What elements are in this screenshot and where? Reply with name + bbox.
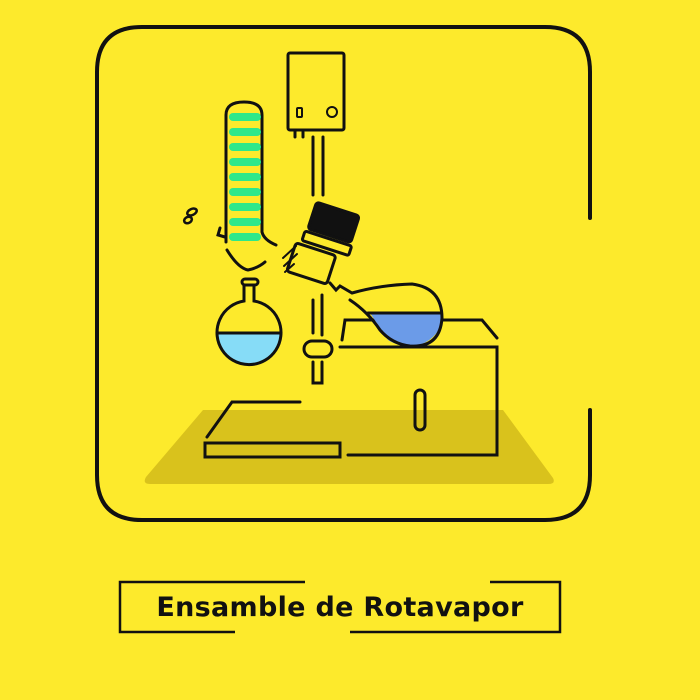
- caption-frame: [118, 580, 562, 634]
- joint-cap: [307, 201, 361, 244]
- motor-switch-icon: [296, 107, 303, 118]
- condenser-coil: [229, 113, 261, 241]
- table-shadow: [144, 410, 554, 484]
- receiving-flask: [215, 284, 283, 367]
- rod-clamp: [302, 339, 334, 359]
- vapor-lines-icon: [282, 245, 298, 273]
- flask-neck: [240, 277, 260, 287]
- receiving-flask-liquid: [217, 333, 281, 365]
- lower-rod: [311, 293, 324, 385]
- motor-box: [286, 51, 346, 132]
- bubble: [186, 207, 198, 217]
- condenser: [216, 100, 278, 272]
- caption-title: Ensamble de Rotavapor: [156, 591, 524, 623]
- evaporating-flask: [328, 281, 444, 348]
- frame: [95, 25, 592, 522]
- base-plate: [203, 400, 342, 459]
- bath-handle: [413, 388, 427, 432]
- motor-knob-icon: [326, 106, 338, 118]
- motor-rod: [293, 128, 325, 197]
- bubble: [182, 215, 194, 225]
- rotary-joint: [285, 201, 361, 285]
